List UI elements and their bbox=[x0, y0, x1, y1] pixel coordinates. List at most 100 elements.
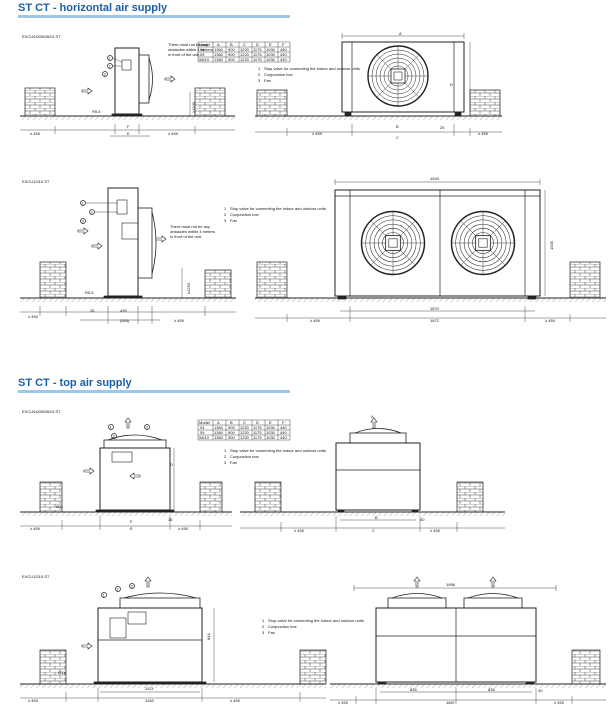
svg-text:≥ 450: ≥ 450 bbox=[28, 698, 39, 703]
svg-text:≥ 450: ≥ 450 bbox=[28, 314, 39, 319]
svg-text:1175: 1175 bbox=[253, 57, 262, 62]
fan-icon bbox=[367, 45, 429, 107]
svg-text:Conjunction box: Conjunction box bbox=[268, 624, 297, 629]
svg-text:2: 2 bbox=[224, 212, 227, 217]
svg-text:≥ 450: ≥ 450 bbox=[545, 318, 556, 323]
obstacle-note-1: There must not be any obstacles within 4… bbox=[168, 42, 214, 57]
svg-text:1872: 1872 bbox=[430, 318, 440, 323]
model-label-large-1: EXCU12/15 ST bbox=[22, 179, 50, 184]
svg-text:≥ 450: ≥ 450 bbox=[294, 528, 305, 533]
svg-text:1175: 1175 bbox=[253, 435, 262, 440]
svg-text:05: 05 bbox=[200, 430, 205, 435]
svg-text:F: F bbox=[282, 42, 285, 47]
svg-text:440: 440 bbox=[280, 425, 287, 430]
svg-text:1175: 1175 bbox=[253, 52, 262, 57]
model-label-small-1: EXCU04/05/08/10 ST bbox=[22, 34, 61, 39]
svg-text:25: 25 bbox=[440, 125, 445, 130]
brick-wall bbox=[39, 261, 67, 299]
svg-text:1005: 1005 bbox=[549, 240, 554, 250]
svg-text:2: 2 bbox=[117, 587, 120, 592]
brick-wall bbox=[469, 89, 501, 117]
svg-text:3: 3 bbox=[262, 630, 265, 635]
svg-text:≥ 450: ≥ 450 bbox=[310, 318, 321, 323]
section-title-top: ST CT - top air supply bbox=[18, 377, 132, 389]
svg-text:1: 1 bbox=[103, 593, 106, 598]
svg-text:439: 439 bbox=[120, 308, 127, 313]
svg-text:≥ 450: ≥ 450 bbox=[178, 526, 189, 531]
fan-icon bbox=[360, 210, 426, 276]
svg-text:E: E bbox=[269, 42, 272, 47]
svg-text:1: 1 bbox=[224, 448, 227, 453]
svg-text:A: A bbox=[371, 414, 374, 419]
unit-side-body bbox=[107, 187, 139, 297]
dimension-line bbox=[20, 124, 235, 134]
svg-text:A: A bbox=[399, 31, 402, 36]
svg-text:900: 900 bbox=[228, 435, 235, 440]
svg-text:R5.5: R5.5 bbox=[92, 109, 101, 114]
svg-text:900: 900 bbox=[228, 52, 235, 57]
svg-text:1360: 1360 bbox=[214, 52, 224, 57]
svg-text:≥ 450: ≥ 450 bbox=[30, 131, 41, 136]
svg-text:04: 04 bbox=[200, 47, 205, 52]
svg-text:C: C bbox=[243, 42, 246, 47]
svg-text:08/10: 08/10 bbox=[199, 57, 210, 62]
obstacle-note-2: There must not be any obstacles within 4… bbox=[170, 224, 216, 239]
svg-text:900: 900 bbox=[228, 57, 235, 62]
svg-text:D: D bbox=[256, 420, 259, 425]
svg-text:≥ 450: ≥ 450 bbox=[174, 318, 185, 323]
svg-text:15: 15 bbox=[168, 517, 173, 522]
svg-text:≥ 450: ≥ 450 bbox=[168, 131, 179, 136]
svg-text:1360: 1360 bbox=[214, 435, 224, 440]
svg-text:1175: 1175 bbox=[253, 425, 262, 430]
svg-text:Conjunction box: Conjunction box bbox=[230, 212, 259, 217]
unit-side-body bbox=[114, 47, 140, 115]
dimension-table bbox=[197, 41, 291, 63]
svg-text:A: A bbox=[217, 420, 220, 425]
svg-text:3: 3 bbox=[146, 425, 149, 430]
svg-text:1: 1 bbox=[258, 66, 261, 71]
svg-text:26: 26 bbox=[90, 308, 95, 313]
svg-text:1030: 1030 bbox=[266, 57, 276, 62]
svg-text:1360: 1360 bbox=[214, 57, 224, 62]
svg-text:E: E bbox=[127, 131, 130, 136]
svg-text:≥ 450: ≥ 450 bbox=[30, 526, 41, 531]
svg-text:2: 2 bbox=[109, 64, 112, 69]
airflow-arrow bbox=[164, 75, 176, 83]
svg-text:40: 40 bbox=[420, 517, 425, 522]
svg-text:1220: 1220 bbox=[240, 430, 250, 435]
svg-text:1030: 1030 bbox=[266, 425, 276, 430]
svg-text:E: E bbox=[130, 526, 133, 531]
svg-text:≥ 450: ≥ 450 bbox=[430, 528, 441, 533]
svg-text:1667: 1667 bbox=[446, 700, 456, 705]
svg-text:3: 3 bbox=[224, 460, 227, 465]
svg-text:F: F bbox=[282, 420, 285, 425]
svg-text:1958: 1958 bbox=[446, 582, 456, 587]
svg-text:B: B bbox=[230, 420, 233, 425]
svg-text:Conjunction box: Conjunction box bbox=[264, 72, 293, 77]
svg-text:B: B bbox=[230, 42, 233, 47]
section-rule-top bbox=[18, 390, 290, 393]
svg-text:1360: 1360 bbox=[214, 425, 224, 430]
svg-text:F: F bbox=[130, 519, 133, 524]
brick-wall bbox=[24, 87, 56, 117]
svg-text:900: 900 bbox=[228, 425, 235, 430]
svg-text:835: 835 bbox=[410, 687, 417, 692]
svg-text:C: C bbox=[396, 135, 399, 140]
svg-text:1220: 1220 bbox=[240, 47, 250, 52]
svg-text:D: D bbox=[170, 462, 173, 467]
svg-text:Ø11: Ø11 bbox=[58, 670, 66, 675]
svg-text:1220: 1220 bbox=[240, 435, 250, 440]
brick-wall bbox=[194, 87, 226, 117]
svg-text:1: 1 bbox=[82, 201, 85, 206]
svg-text:1: 1 bbox=[109, 56, 112, 61]
svg-text:≥ 450: ≥ 450 bbox=[338, 700, 349, 705]
svg-text:≥ 450: ≥ 450 bbox=[230, 698, 241, 703]
model-label-small-2: EXCU04/05/08/10 ST bbox=[22, 409, 61, 414]
svg-text:04: 04 bbox=[200, 425, 205, 430]
brick-wall bbox=[204, 269, 232, 299]
svg-text:1030: 1030 bbox=[266, 52, 276, 57]
